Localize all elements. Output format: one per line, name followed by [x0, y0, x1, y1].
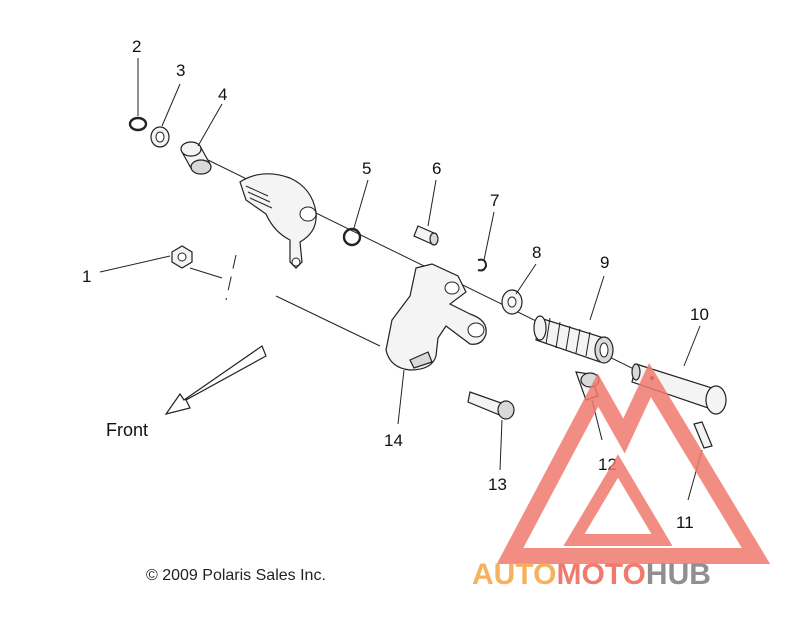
callout-13: 13: [488, 475, 507, 494]
callout-3: 3: [176, 61, 185, 80]
callout-4: 4: [218, 85, 227, 104]
watermark-hub: HUB: [646, 558, 711, 591]
callout-11: 11: [676, 513, 694, 532]
part-14-shift-lever: [385, 263, 487, 371]
part-7-clip: [477, 258, 488, 272]
watermark-text: AUTOMOTOHUB: [472, 558, 711, 591]
part-9-peg-rubber: [533, 315, 614, 364]
part-8-washer: [501, 289, 523, 315]
part-3-washer: [150, 126, 170, 148]
callout-2: 2: [132, 37, 141, 56]
shift-arm-upper: [239, 173, 317, 269]
callout-1: 1: [82, 267, 91, 286]
callout-8: 8: [532, 243, 541, 262]
front-label: Front: [106, 420, 148, 440]
callout-6: 6: [432, 159, 441, 178]
watermark-logo-icon: [496, 362, 771, 564]
part-13-bolt: [467, 391, 515, 420]
callout-10: 10: [690, 305, 709, 324]
part-6-pin: [413, 225, 439, 246]
callout-labels: 1 2 3 4 5 6 7 8 9 10 11 12 13 14: [82, 37, 709, 532]
break-line: [225, 254, 237, 301]
watermark-auto: AUTO: [472, 558, 556, 591]
callout-14: 14: [384, 431, 403, 450]
part-4-bushing: [180, 141, 212, 175]
callout-5: 5: [362, 159, 371, 178]
copyright-text: © 2009 Polaris Sales Inc.: [146, 567, 326, 584]
front-arrow-icon: [164, 345, 267, 415]
nut-leader-line: [189, 267, 223, 279]
callout-7: 7: [490, 191, 499, 210]
part-5-o-ring: [342, 227, 362, 247]
callout-9: 9: [600, 253, 609, 272]
part-2-snap-ring: [128, 116, 148, 132]
part-1-nut: [171, 245, 193, 269]
lower-axis-line: [275, 295, 381, 347]
part-11-roll-pin: [693, 421, 713, 449]
watermark-moto: MOTO: [556, 558, 645, 591]
leader-lines: [99, 58, 703, 501]
